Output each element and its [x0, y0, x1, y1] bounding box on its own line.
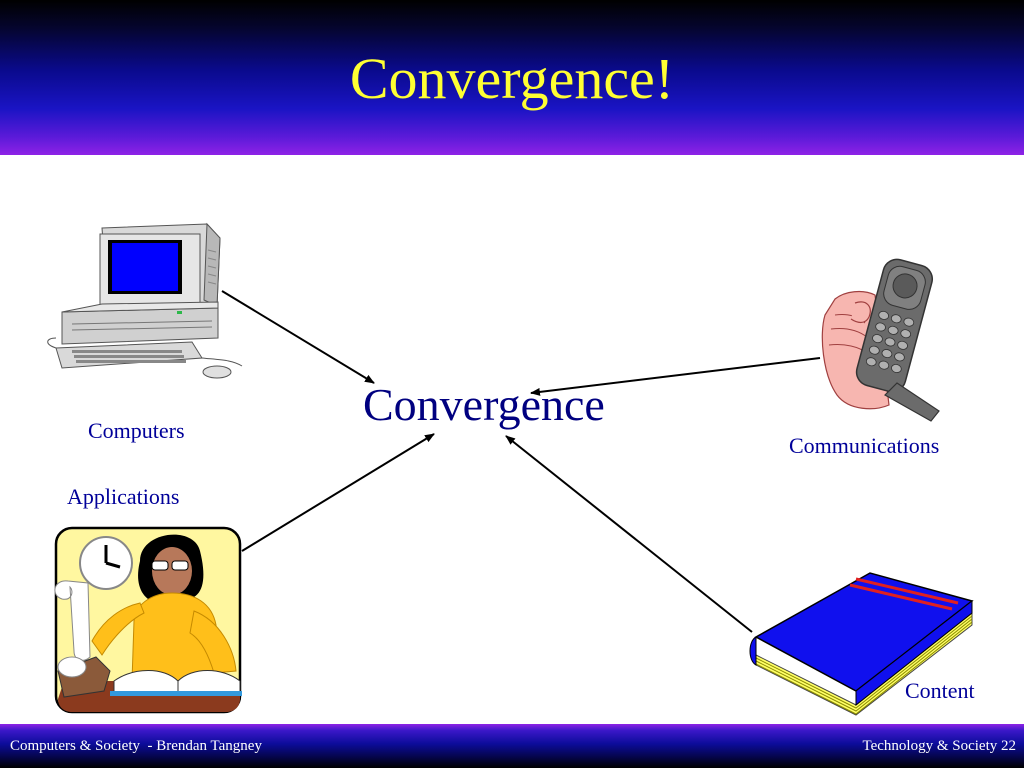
slide-footer: Computers & Society - Brendan Tangney Te… [0, 724, 1024, 768]
arrow-content [505, 435, 753, 633]
arrow-applications [241, 433, 435, 552]
applications-label: Applications [67, 484, 180, 509]
convergence-label: Convergence [363, 379, 605, 430]
footer-author: Computers & Society - Brendan Tangney [10, 738, 262, 754]
computers-label: Computers [88, 418, 185, 443]
communications-label: Communications [789, 433, 940, 458]
phone-icon [821, 258, 940, 422]
person-desk-icon [54, 526, 242, 714]
computer-icon [47, 222, 243, 379]
arrow-communications [530, 357, 821, 396]
book-icon [749, 572, 974, 716]
slide-header: Convergence! [0, 0, 1024, 155]
arrow-computers [221, 290, 375, 384]
slide-title: Convergence! [349, 46, 675, 111]
content-label: Content [905, 678, 975, 703]
footer-slide-number: Technology & Society 22 [862, 738, 1016, 754]
